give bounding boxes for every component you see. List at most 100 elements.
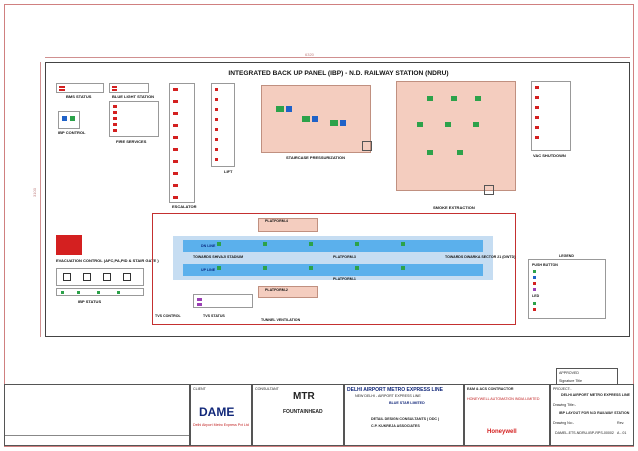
tvs-fan-led <box>401 266 405 270</box>
escalator-box <box>169 83 195 203</box>
tvs-fan-led <box>217 242 221 246</box>
escalator-led <box>173 88 178 91</box>
top-dimension: 6320 <box>305 52 314 57</box>
escalator-led <box>173 184 178 187</box>
contractor-name: HONEYWELL AUTOMATION INDIA LIMITED <box>467 397 540 401</box>
legend-title: LEGEND <box>559 254 574 258</box>
platform-3-label: PLATFORM-3 <box>333 255 356 259</box>
legend-green-swatch <box>533 270 536 273</box>
vac-shutdown-box <box>531 81 571 151</box>
client-sub: Delhi Airport Metro Express Pvt Ltd <box>193 423 249 427</box>
lift-led <box>215 88 218 91</box>
blue-light-box <box>109 83 149 93</box>
smoke-status-led <box>473 122 479 127</box>
pid-button[interactable] <box>103 273 111 281</box>
staircase-button[interactable] <box>286 106 292 112</box>
fire-led <box>113 111 117 114</box>
stair-gate-button[interactable] <box>123 273 131 281</box>
bms-led <box>59 86 65 88</box>
ibp-status-label: IBP STATUS <box>78 299 102 304</box>
fire-led <box>113 117 117 120</box>
smoke-key-switch[interactable] <box>484 185 494 195</box>
smoke-status-led <box>427 150 433 155</box>
escalator-led <box>173 124 178 127</box>
platform-1-label: PLATFORM-1 <box>333 277 356 281</box>
lift-label: LIFT <box>224 169 233 174</box>
smoke-status-led <box>475 96 481 101</box>
escalator-label: ESCALATOR <box>172 204 197 209</box>
lift-led <box>215 98 218 101</box>
legend-led-green <box>533 302 536 305</box>
smoke-status-led <box>457 150 463 155</box>
pa-button[interactable] <box>83 273 91 281</box>
staircase-button[interactable] <box>340 120 346 126</box>
left-dimension: 3100 <box>31 188 37 197</box>
afc-button[interactable] <box>63 273 71 281</box>
legend-led-red <box>533 308 536 311</box>
vac-led <box>535 136 539 139</box>
staircase-status-led <box>330 120 338 126</box>
detail-design: DETAIL DESIGN CONSULTANTS ( DDC ) <box>371 417 440 421</box>
tvs-control-button[interactable] <box>197 298 202 301</box>
project-header-block: DELHI AIRPORT METRO EXPRESS LINE NEW DEL… <box>344 384 464 446</box>
blue-light-label: BLUE LIGHT STATION <box>112 94 155 99</box>
tvs-fan-led <box>217 266 221 270</box>
vac-shutdown-label: VAC SHUTDOWN <box>533 153 566 158</box>
vac-led <box>535 116 539 119</box>
drawing-title: IBP LAYOUT FOR N.D RAILWAY STATION <box>559 411 630 415</box>
rev-value: A - 01 <box>617 431 627 435</box>
escalator-led <box>173 172 178 175</box>
lift-led <box>215 138 218 141</box>
escalator-led <box>173 148 178 151</box>
project-label: PROJECT:- <box>553 387 572 391</box>
vac-led <box>535 126 539 129</box>
ibp-control-button[interactable] <box>62 116 67 121</box>
tvs-control-label: TVS CONTROL <box>155 314 181 318</box>
project-header: DELHI AIRPORT METRO EXPRESS LINE <box>347 387 443 393</box>
dn-line-track <box>183 240 483 252</box>
bms-led <box>59 89 65 91</box>
evacuation-alarm-panel[interactable] <box>56 235 82 255</box>
evacuation-control-label: EVACUATION CONTROL (AFC,PA,PID & STAIR G… <box>56 258 159 263</box>
blue-star: BLUE STAR LIMITED <box>389 401 425 405</box>
up-line-track <box>183 264 483 276</box>
platform-4-zone <box>258 218 318 232</box>
tvs-fan-led <box>263 242 267 246</box>
blue-light-led <box>112 89 117 91</box>
drawing-no: DAMEL-ETS-NDRU-IBP-RPS-00002 <box>555 431 614 435</box>
staircase-key-switch[interactable] <box>362 141 372 151</box>
towards-dwarka-label: TOWARDS DWARKA SECTOR 21 (DWTD) <box>445 255 516 259</box>
tvs-control-button[interactable] <box>197 303 202 306</box>
tvs-fan-led <box>355 266 359 270</box>
lift-led <box>215 148 218 151</box>
lift-led <box>215 108 218 111</box>
revision-divider <box>5 435 189 436</box>
smoke-status-led <box>445 122 451 127</box>
smoke-extraction-label: SMOKE EXTRACTION <box>433 205 475 210</box>
ibp-status-led <box>117 291 120 294</box>
tvs-fan-led <box>355 242 359 246</box>
escalator-led <box>173 136 178 139</box>
staircase-button[interactable] <box>312 116 318 122</box>
dn-line-label: DN LINE <box>201 244 216 248</box>
blue-light-led <box>112 86 117 88</box>
tunnel-ventilation-label: TUNNEL VENTILATION <box>261 318 301 322</box>
ibp-status-led <box>61 291 64 294</box>
staircase-label: STAIRCASE PRESSURIZATION <box>286 155 345 160</box>
tunnel-ventilation-frame: PLATFORM-4 DN LINE UP LINE TOWARDS SHIVA… <box>152 213 516 325</box>
tvs-fan-led <box>401 242 405 246</box>
lift-led <box>215 118 218 121</box>
lift-box <box>211 83 235 167</box>
smoke-status-led <box>451 96 457 101</box>
vac-led <box>535 106 539 109</box>
ibp-control-box <box>58 111 80 129</box>
smoke-extraction-zone <box>396 81 516 191</box>
bms-status-label: BMS STATUS <box>66 94 92 99</box>
up-line-label: UP LINE <box>201 268 216 272</box>
consultant-label: CONSULTANT <box>255 387 279 391</box>
drawing-no-label: Drawing No:- <box>553 421 574 425</box>
fire-led <box>113 129 117 132</box>
evacuation-buttons-box <box>56 268 144 286</box>
signature-label: Signature Title <box>559 379 582 383</box>
client-label: CLIENT <box>193 387 206 391</box>
